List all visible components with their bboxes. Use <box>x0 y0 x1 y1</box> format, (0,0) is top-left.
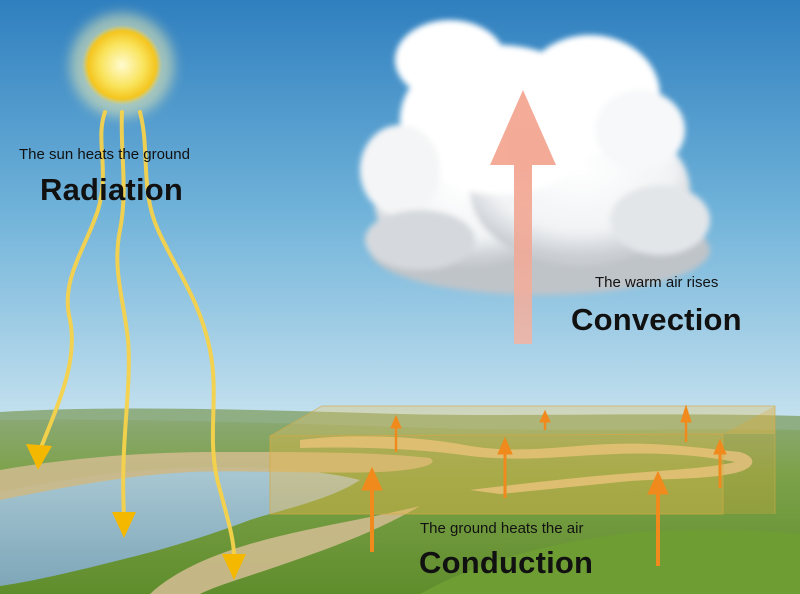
conduction-arrow <box>647 470 669 566</box>
heated-air-layer <box>269 405 776 515</box>
conduction-arrow <box>361 466 383 552</box>
foreground-grass <box>420 529 800 594</box>
winding-path <box>300 436 753 494</box>
conduction-arrows <box>361 404 727 566</box>
convection-arrow <box>490 90 556 344</box>
conduction-arrow <box>713 438 727 488</box>
radiation-ray <box>112 110 136 538</box>
conduction-arrow <box>680 404 692 442</box>
radiation-rays <box>26 110 246 580</box>
conduction-arrow <box>390 414 402 452</box>
convection-heading: Convection <box>571 302 742 337</box>
conduction-heading: Conduction <box>419 545 594 580</box>
convection-caption: The warm air rises <box>595 274 719 291</box>
riverbank-lower <box>150 506 420 594</box>
radiation-caption: The sun heats the ground <box>19 146 190 163</box>
conduction-arrow <box>539 409 551 430</box>
radiation-ray <box>138 110 246 580</box>
radiation-ray <box>26 110 107 470</box>
radiation-heading: Radiation <box>40 172 184 207</box>
conduction-arrow <box>497 436 513 498</box>
conduction-caption: The ground heats the air <box>420 520 584 537</box>
riverbank-upper <box>0 452 433 500</box>
sun-icon <box>70 13 174 117</box>
